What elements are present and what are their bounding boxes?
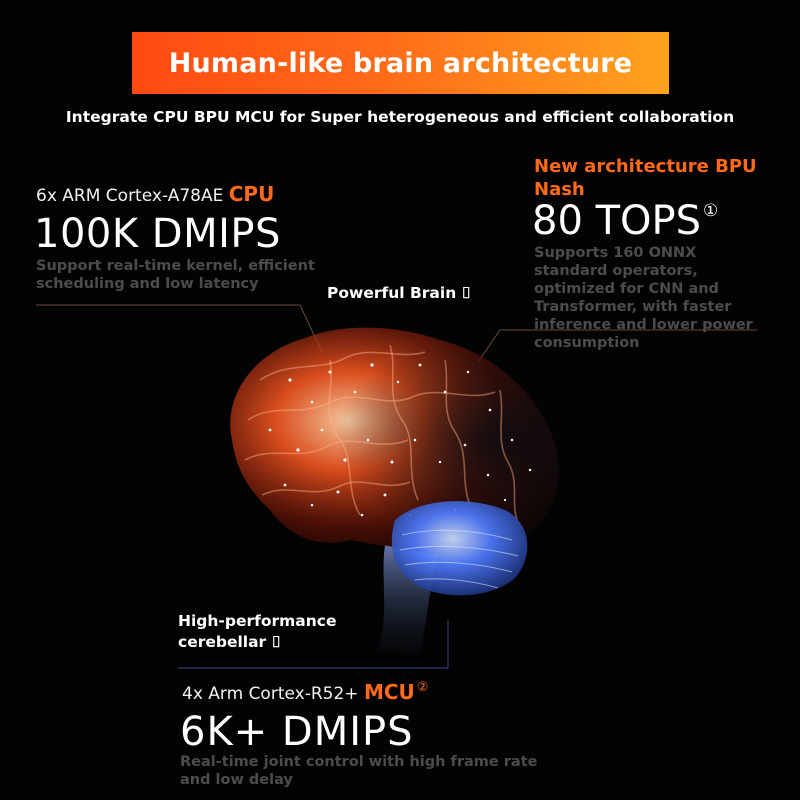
cpu-connector-line [36, 304, 323, 353]
bpu-description: Supports 160 ONNX standard operators, op… [534, 245, 753, 351]
mcu-footnote-mark: ② [416, 680, 429, 695]
mcu-performance: 6K+ DMIPS [180, 709, 414, 755]
mcu-heading-prefix: 4x Arm Cortex-R52+ [182, 684, 364, 704]
bpu-heading: New architecture BPU Nash [534, 156, 757, 200]
cerebellar-label: High-performance cerebellar ⌷ [178, 612, 337, 651]
neural-dots [268, 363, 532, 517]
cpu-description: Support real-time kernel, efficient sche… [36, 258, 315, 292]
mcu-heading-accent: MCU [363, 680, 415, 704]
cpu-performance: 100K DMIPS [34, 211, 281, 257]
brain-folds [244, 344, 519, 523]
cpu-heading-prefix: 6x ARM Cortex-A78AE [36, 186, 229, 206]
cpu-heading: 6x ARM Cortex-A78AE CPU [36, 182, 274, 206]
banner-title: Human-like brain architecture [168, 47, 633, 79]
bpu-connector-line [477, 329, 757, 363]
cpu-heading-accent: CPU [228, 182, 275, 206]
bpu-footnote-mark: ① [703, 201, 719, 221]
bpu-performance-value: 80 TOPS [532, 198, 702, 244]
cerebellum-shape [391, 501, 528, 596]
powerful-brain-label: Powerful Brain ⌷ [327, 284, 471, 302]
subtitle: Integrate CPU BPU MCU for Super heteroge… [65, 108, 735, 126]
mcu-description: Real-time joint control with high frame … [180, 754, 538, 788]
mcu-connector-line [178, 620, 449, 669]
title-banner: Human-like brain architecture [132, 32, 669, 94]
cerebellum-lines [399, 529, 519, 589]
